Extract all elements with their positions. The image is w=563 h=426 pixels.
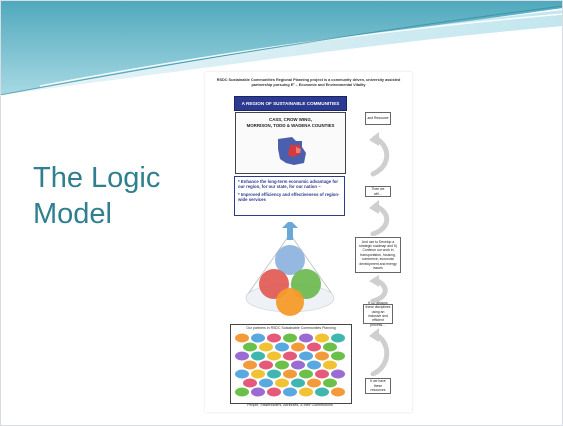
counties-box: CASS, CROW WING, MORRISON, TODD & WADENA… [235,112,346,174]
slide-title-line-2: Model [33,198,112,230]
goal-1: * Enhance the long-term economic advanta… [238,179,339,190]
goal-2: * Improved efficiency and effectiveness … [238,191,340,203]
partners-title: Our partners in RSDC Sustainable Communi… [246,326,336,330]
logic-model-image: RSDC Sustainable Communities Regional Pl… [205,72,412,412]
partners-collage: Our partners in RSDC Sustainable Communi… [230,324,352,404]
goal-box: * Enhance the long-term economic advanta… [234,176,345,216]
curved-arrow-icon-4 [369,328,390,376]
minnesota-map-icon [278,137,306,165]
right-step-1: and Resource [365,112,391,125]
venn-diagram [245,222,335,316]
counties-label: CASS, CROW WING, MORRISON, TODD & WADENA… [238,117,343,129]
counties-line-1: CASS, CROW WING, [269,117,312,122]
right-step-5: If we have these resources [365,378,391,394]
region-banner: A REGION OF SUSTAINABLE COMMUNITIES [234,96,347,111]
people-caption: People, Stakeholders, Attributes, & thei… [247,403,333,407]
right-step-2: Then we will… [365,186,391,197]
counties-line-2: MORRISON, TODD & WADENA COUNTIES [246,123,335,128]
partners-bubbles [235,333,345,397]
curved-arrow-icon-3 [369,275,388,303]
header-wave-decoration [0,0,563,95]
poster-header: RSDC Sustainable Communities Regional Pl… [216,78,401,87]
right-step-3: And use to Develop a strategic roadmap a… [355,237,401,273]
curved-arrow-icon-1 [369,132,390,177]
slide-title: The Logic Model [33,160,203,232]
slide-title-line-1: The Logic [33,162,161,194]
right-step-4: If we discuss these disciplines using an… [363,301,393,327]
curved-arrow-icon-2 [369,200,390,236]
